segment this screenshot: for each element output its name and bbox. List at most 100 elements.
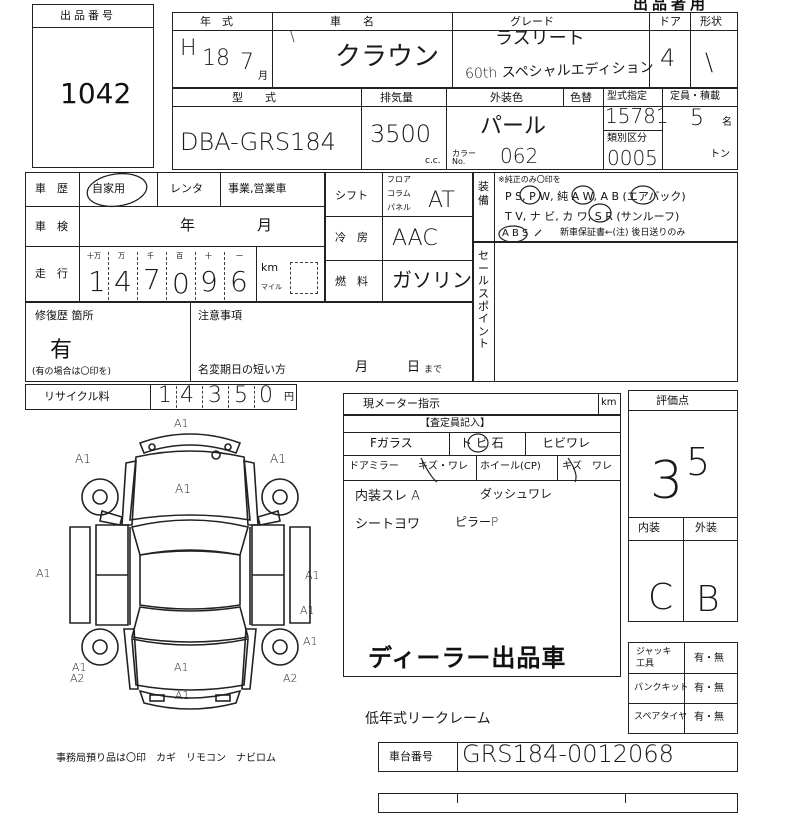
class-no: 0005 (607, 146, 658, 170)
car-diagram (69, 433, 311, 710)
history-business: 事業,営業車 (228, 182, 287, 195)
name-label: 車 名 (330, 15, 374, 28)
notes-made: まで (424, 365, 443, 375)
recycle-unit: 円 (284, 392, 294, 403)
mileage-label: 走 行 (35, 267, 68, 280)
mile-unit: マイル (261, 283, 282, 291)
bottom-block (378, 793, 738, 813)
vehicle-row2 (172, 88, 738, 170)
history-label: 車 歴 (35, 182, 68, 195)
history-own: 自家用 (92, 182, 125, 195)
accessory-puncture-value: 有・無 (694, 683, 724, 694)
notes-day: 日 (407, 360, 421, 375)
accessory-puncture-label: パンクキット (634, 683, 689, 693)
damage-mark: A1 (270, 452, 286, 466)
notes-month: 月 (355, 360, 369, 375)
inspection-month: 月 (257, 216, 273, 234)
mileage-digit-label-5: 一 (236, 252, 243, 260)
inspector-row1-1: ト ビ 石 (460, 436, 504, 450)
car-name: クラウン (335, 42, 440, 72)
equipment-marks (498, 185, 656, 242)
month-value: 7 (240, 50, 254, 75)
chassis-block (378, 742, 738, 772)
recycle-digit-3: 5 (234, 383, 248, 408)
accessories-block (628, 642, 738, 734)
shift-opt-1: コラム (387, 189, 411, 198)
aircon-value: AAC (392, 226, 438, 251)
damage-mark: A1 (305, 569, 320, 582)
inspector-title: 【査定員記入】 (420, 418, 490, 429)
recycle-digit-2: 3 (208, 383, 222, 408)
equipment-line3: 新車保証書←(注) 後日送りのみ (560, 228, 686, 238)
damage-mark: A2 (70, 672, 85, 685)
recycle-digit-0: 1 (158, 383, 172, 408)
repair-note: (有の場合は〇印を) (32, 367, 112, 377)
damage-mark: A1 (175, 482, 191, 496)
color-no: 062 (500, 144, 539, 168)
repair-label: 修復歴 箇所 (35, 309, 94, 322)
inspector-row2-1: キズ・ワレ (418, 461, 468, 472)
month-unit: 月 (258, 71, 268, 82)
model-code: DBA-GRS184 (180, 128, 336, 156)
mileage-digit-4: 9 (200, 265, 218, 298)
inspection-label: 車 検 (35, 220, 68, 233)
shift-label: シフト (335, 189, 368, 202)
accessory-spare-label: スペアタイヤ (634, 712, 688, 722)
repair-value: 有 (50, 338, 73, 363)
certify-no: 15781 (605, 104, 669, 128)
inspector-note-1: ダッシュワレ (480, 487, 553, 501)
inspector-row1-2: ヒビワレ (542, 436, 591, 450)
exterior-score: B (696, 579, 720, 620)
shape-value: \ (705, 48, 714, 76)
mileage-checkbox (290, 262, 318, 294)
name-tick: \ (290, 29, 295, 45)
equipment-line1: P S, P W, 純 A W, A B (エアバック) (505, 190, 686, 203)
model-label: 型 式 (232, 91, 276, 104)
mileage-digit-1: 4 (114, 265, 132, 298)
door-label: ドア (659, 15, 681, 28)
interior-score: C (648, 577, 674, 618)
mileage-digit-label-2: 千 (147, 252, 154, 260)
damage-mark: A1 (36, 567, 51, 580)
accessory-jack-label: ジャッキ 工具 (636, 647, 672, 669)
doors-value: 4 (660, 44, 676, 72)
history-block (25, 172, 325, 302)
damage-mark: A2 (283, 672, 298, 685)
recycle-label: リサイクル料 (44, 390, 110, 403)
vehicle-row1 (172, 12, 738, 88)
score-value-sub: 5 (686, 440, 711, 484)
inspector-row2-2: ホイール(CP) (480, 461, 541, 472)
equipment-label: 装備 (478, 180, 489, 207)
chassis-value: GRS184-0012068 (462, 740, 674, 768)
damage-mark: A1 (303, 635, 318, 648)
year-label: 年 式 (200, 15, 233, 28)
mileage-digit-label-1: 万 (118, 252, 125, 260)
displacement: 3500 (370, 120, 432, 148)
cc-unit: c.c. (425, 156, 441, 166)
sales-point-label: セールスポイント (478, 249, 489, 351)
sales-point-block (473, 242, 738, 382)
repair-block (25, 302, 473, 382)
inspector-row1-0: Fガラス (370, 436, 413, 450)
diagram-footer: 事務局預り品は〇印 カギ リモコン ナビロム (56, 753, 276, 764)
year-era: H (180, 36, 197, 61)
mileage-digit-0: 1 (88, 265, 106, 298)
recycle-block (25, 384, 297, 410)
certify-label: 型式指定 (607, 91, 647, 102)
exterior-label: 外装 (695, 521, 717, 534)
fuel-label: 燃 料 (335, 275, 368, 288)
inspector-note-3: ピラーP (455, 515, 499, 529)
damage-mark: A1 (174, 661, 189, 674)
history-rental: レンタ (170, 182, 203, 195)
inspector-row2-0: ドアミラー (349, 461, 399, 472)
fuel-value: ガソリン (392, 268, 472, 292)
equipment-block (473, 172, 738, 242)
class-label: 類別区分 (607, 133, 647, 144)
interior-label: 内装 (638, 521, 660, 534)
ton-unit: トン (710, 149, 730, 160)
inspector-block (343, 415, 621, 677)
capacity-label: 定員・積載 (670, 91, 720, 102)
color-prefix: カラー No. (452, 149, 476, 166)
inspector-marks (420, 433, 577, 483)
own-circle (86, 172, 148, 208)
